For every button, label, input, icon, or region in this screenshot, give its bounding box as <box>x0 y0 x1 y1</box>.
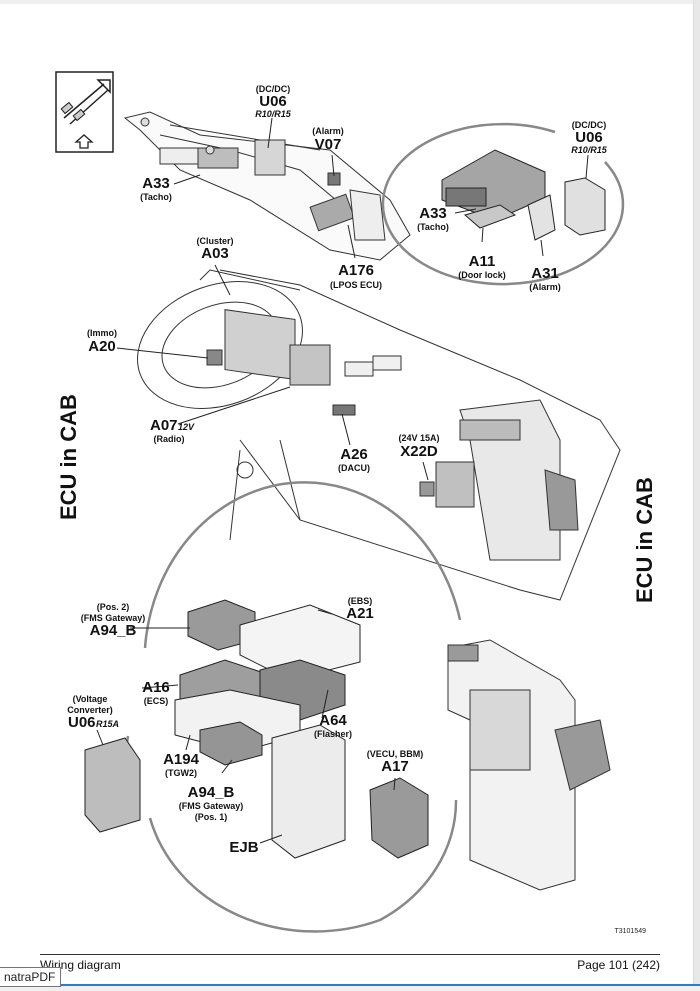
svg-text:A07: A07 <box>150 417 178 434</box>
vertical-scrollbar[interactable] <box>693 0 700 985</box>
label-u06-bottom: (Voltage Converter) U06 R15A <box>67 694 119 731</box>
svg-text:(Pos. 1): (Pos. 1) <box>195 812 228 822</box>
svg-text:U06: U06 <box>68 714 96 731</box>
svg-text:(Tacho): (Tacho) <box>140 192 172 202</box>
label-a176: A176 (LPOS ECU) <box>330 262 382 290</box>
svg-text:A31: A31 <box>531 265 559 282</box>
svg-text:(Flasher): (Flasher) <box>314 729 352 739</box>
svg-text:(FMS Gateway): (FMS Gateway) <box>81 613 146 623</box>
svg-text:(Tacho): (Tacho) <box>417 222 449 232</box>
svg-text:A94_B: A94_B <box>188 784 235 801</box>
svg-text:A17: A17 <box>381 758 409 775</box>
svg-text:(DC/DC): (DC/DC) <box>572 120 607 130</box>
svg-text:EJB: EJB <box>229 839 258 856</box>
svg-text:(VECU, BBM): (VECU, BBM) <box>367 749 424 759</box>
svg-text:A33: A33 <box>419 205 447 222</box>
label-a64: A64 (Flasher) <box>314 712 352 739</box>
pdf-page: (DC/DC) U06 R10/R15 (Alarm) V07 A33 (Tac… <box>0 4 694 984</box>
label-a11: A11 (Door lock) <box>458 253 506 280</box>
svg-text:U06: U06 <box>259 93 287 110</box>
label-a94b-pos2: (Pos. 2) (FMS Gateway) A94_B <box>81 602 146 639</box>
footer-page-number: Page 101 (242) <box>577 958 660 972</box>
svg-text:R10/R15: R10/R15 <box>255 109 292 119</box>
svg-text:(24V 15A): (24V 15A) <box>398 433 439 443</box>
label-u06-inset: (DC/DC) U06 R10/R15 <box>571 120 608 155</box>
label-a26: A26 (DACU) <box>338 446 370 473</box>
svg-text:V07: V07 <box>315 136 342 153</box>
svg-text:A11: A11 <box>469 253 496 270</box>
svg-text:R10/R15: R10/R15 <box>571 145 608 155</box>
inset-circle-bottom <box>84 481 462 933</box>
svg-text:X22D: X22D <box>400 443 438 460</box>
svg-text:R15A: R15A <box>96 719 119 729</box>
label-a07: A07 12V (Radio) <box>150 417 195 444</box>
svg-text:A64: A64 <box>319 712 347 729</box>
label-ejb: EJB <box>229 839 258 856</box>
roof-console-drawing <box>123 111 411 261</box>
label-a31: A31 (Alarm) <box>529 265 561 292</box>
svg-text:A94_B: A94_B <box>90 622 137 639</box>
label-a194: A194 (TGW2) <box>163 751 200 778</box>
label-a33-top: A33 (Tacho) <box>140 175 172 202</box>
app-name-tooltip: natraPDF <box>0 967 62 987</box>
svg-text:(Voltage: (Voltage <box>73 694 108 704</box>
figure-code: T3101549 <box>614 928 646 935</box>
side-title-right: ECU in CAB <box>632 477 657 603</box>
side-title-left: ECU in CAB <box>56 394 81 520</box>
status-bar <box>0 984 700 991</box>
svg-text:(Immo): (Immo) <box>87 328 117 338</box>
fusebox-drawing <box>447 639 611 891</box>
svg-text:A21: A21 <box>346 605 374 622</box>
svg-text:(DC/DC): (DC/DC) <box>256 84 291 94</box>
svg-text:A194: A194 <box>163 751 200 768</box>
svg-text:(LPOS ECU): (LPOS ECU) <box>330 280 382 290</box>
label-a16: A16 (ECS) <box>142 679 170 706</box>
inset-circle-top <box>381 122 625 286</box>
label-a03: (Cluster) A03 <box>196 236 233 262</box>
svg-text:(TGW2): (TGW2) <box>165 768 197 778</box>
label-a17: (VECU, BBM) A17 <box>367 749 424 775</box>
svg-text:A176: A176 <box>338 262 374 279</box>
label-u06-top: (DC/DC) U06 R10/R15 <box>255 84 292 119</box>
label-v07: (Alarm) V07 <box>312 126 344 153</box>
svg-text:(Pos. 2): (Pos. 2) <box>97 602 130 612</box>
leader-lines-top <box>173 117 356 259</box>
wiring-diagram: (DC/DC) U06 R10/R15 (Alarm) V07 A33 (Tac… <box>55 71 657 933</box>
svg-text:(ECS): (ECS) <box>144 696 169 706</box>
svg-text:A16: A16 <box>142 679 170 696</box>
svg-text:A33: A33 <box>142 175 170 192</box>
leader-lines-dash <box>116 264 429 481</box>
svg-text:12V: 12V <box>178 422 195 432</box>
svg-text:A03: A03 <box>201 245 229 262</box>
label-a33-inset: A33 (Tacho) <box>417 205 449 232</box>
svg-text:U06: U06 <box>575 129 603 146</box>
svg-text:(Radio): (Radio) <box>154 434 185 444</box>
svg-text:(DACU): (DACU) <box>338 463 370 473</box>
svg-text:(FMS Gateway): (FMS Gateway) <box>179 801 244 811</box>
svg-text:(EBS): (EBS) <box>348 596 373 606</box>
svg-text:(Cluster): (Cluster) <box>196 236 233 246</box>
label-a21: (EBS) A21 <box>346 596 374 622</box>
dashboard-drawing <box>137 269 621 601</box>
label-a94b-pos1: A94_B (FMS Gateway) (Pos. 1) <box>179 784 244 822</box>
svg-text:(Door lock): (Door lock) <box>458 270 506 280</box>
svg-text:A26: A26 <box>340 446 368 463</box>
svg-text:Converter): Converter) <box>67 705 113 715</box>
svg-text:A20: A20 <box>88 338 116 355</box>
label-x22d: (24V 15A) X22D <box>398 433 439 460</box>
label-a20: (Immo) A20 <box>87 328 117 355</box>
svg-text:(Alarm): (Alarm) <box>312 126 344 136</box>
orientation-icon <box>55 71 114 153</box>
footer-rule <box>40 954 660 955</box>
svg-text:(Alarm): (Alarm) <box>529 282 561 292</box>
